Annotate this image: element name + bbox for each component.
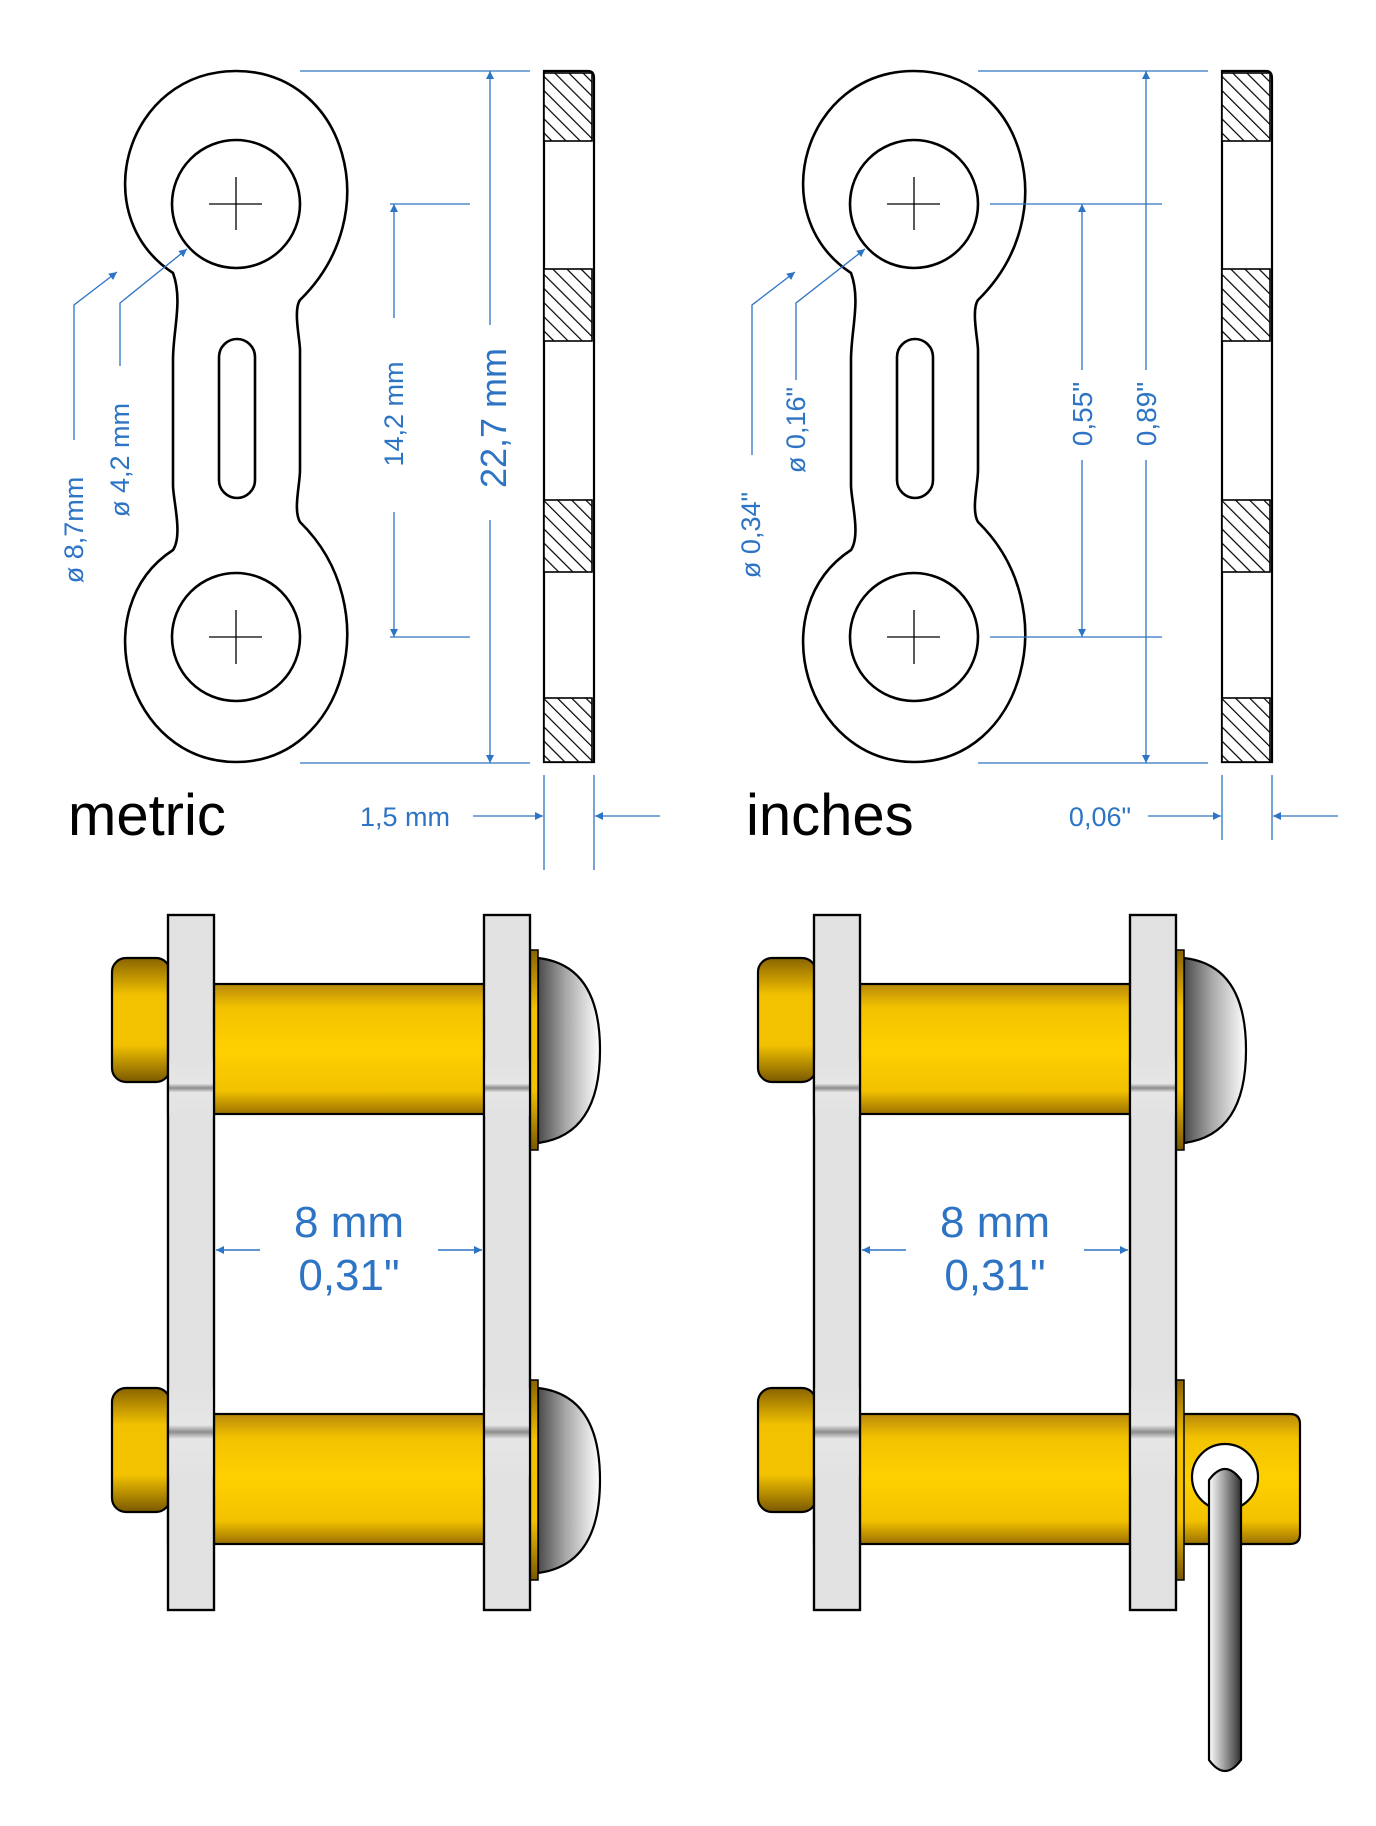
link-right-width-metric: 8 mm <box>940 1198 1050 1247</box>
metric-hole-diameter-dim: ø 4,2 mm <box>105 403 135 517</box>
inches-label: inches <box>746 783 914 848</box>
metric-plate-drawing <box>123 69 596 764</box>
metric-thickness-dim: 1,5 mm <box>360 802 450 832</box>
link-right-width-inches: 0,31" <box>944 1251 1045 1300</box>
inches-thickness-dim: 0,06" <box>1069 802 1131 832</box>
link-left-width-inches: 0,31" <box>298 1251 399 1300</box>
metric-dimension-lines <box>73 70 660 870</box>
inches-pitch-dim: 0,55" <box>1067 382 1098 446</box>
metric-outer-diameter-dim: ø 8,7mm <box>59 477 89 584</box>
metric-length-dim: 22,7 mm <box>473 348 514 488</box>
inches-outer-diameter-dim: ø 0,34" <box>736 492 766 578</box>
inches-dimension-lines <box>751 70 1338 840</box>
inches-length-dim: 0,89" <box>1131 382 1162 446</box>
inches-hole-diameter-dim: ø 0,16" <box>781 387 811 473</box>
inches-plate-drawing <box>801 69 1274 764</box>
metric-pitch-dim: 14,2 mm <box>379 361 409 466</box>
metric-label: metric <box>68 783 226 848</box>
link-left-width-metric: 8 mm <box>294 1198 404 1247</box>
link-left-drawing <box>110 913 602 1612</box>
link-right-drawing <box>756 913 1302 1773</box>
